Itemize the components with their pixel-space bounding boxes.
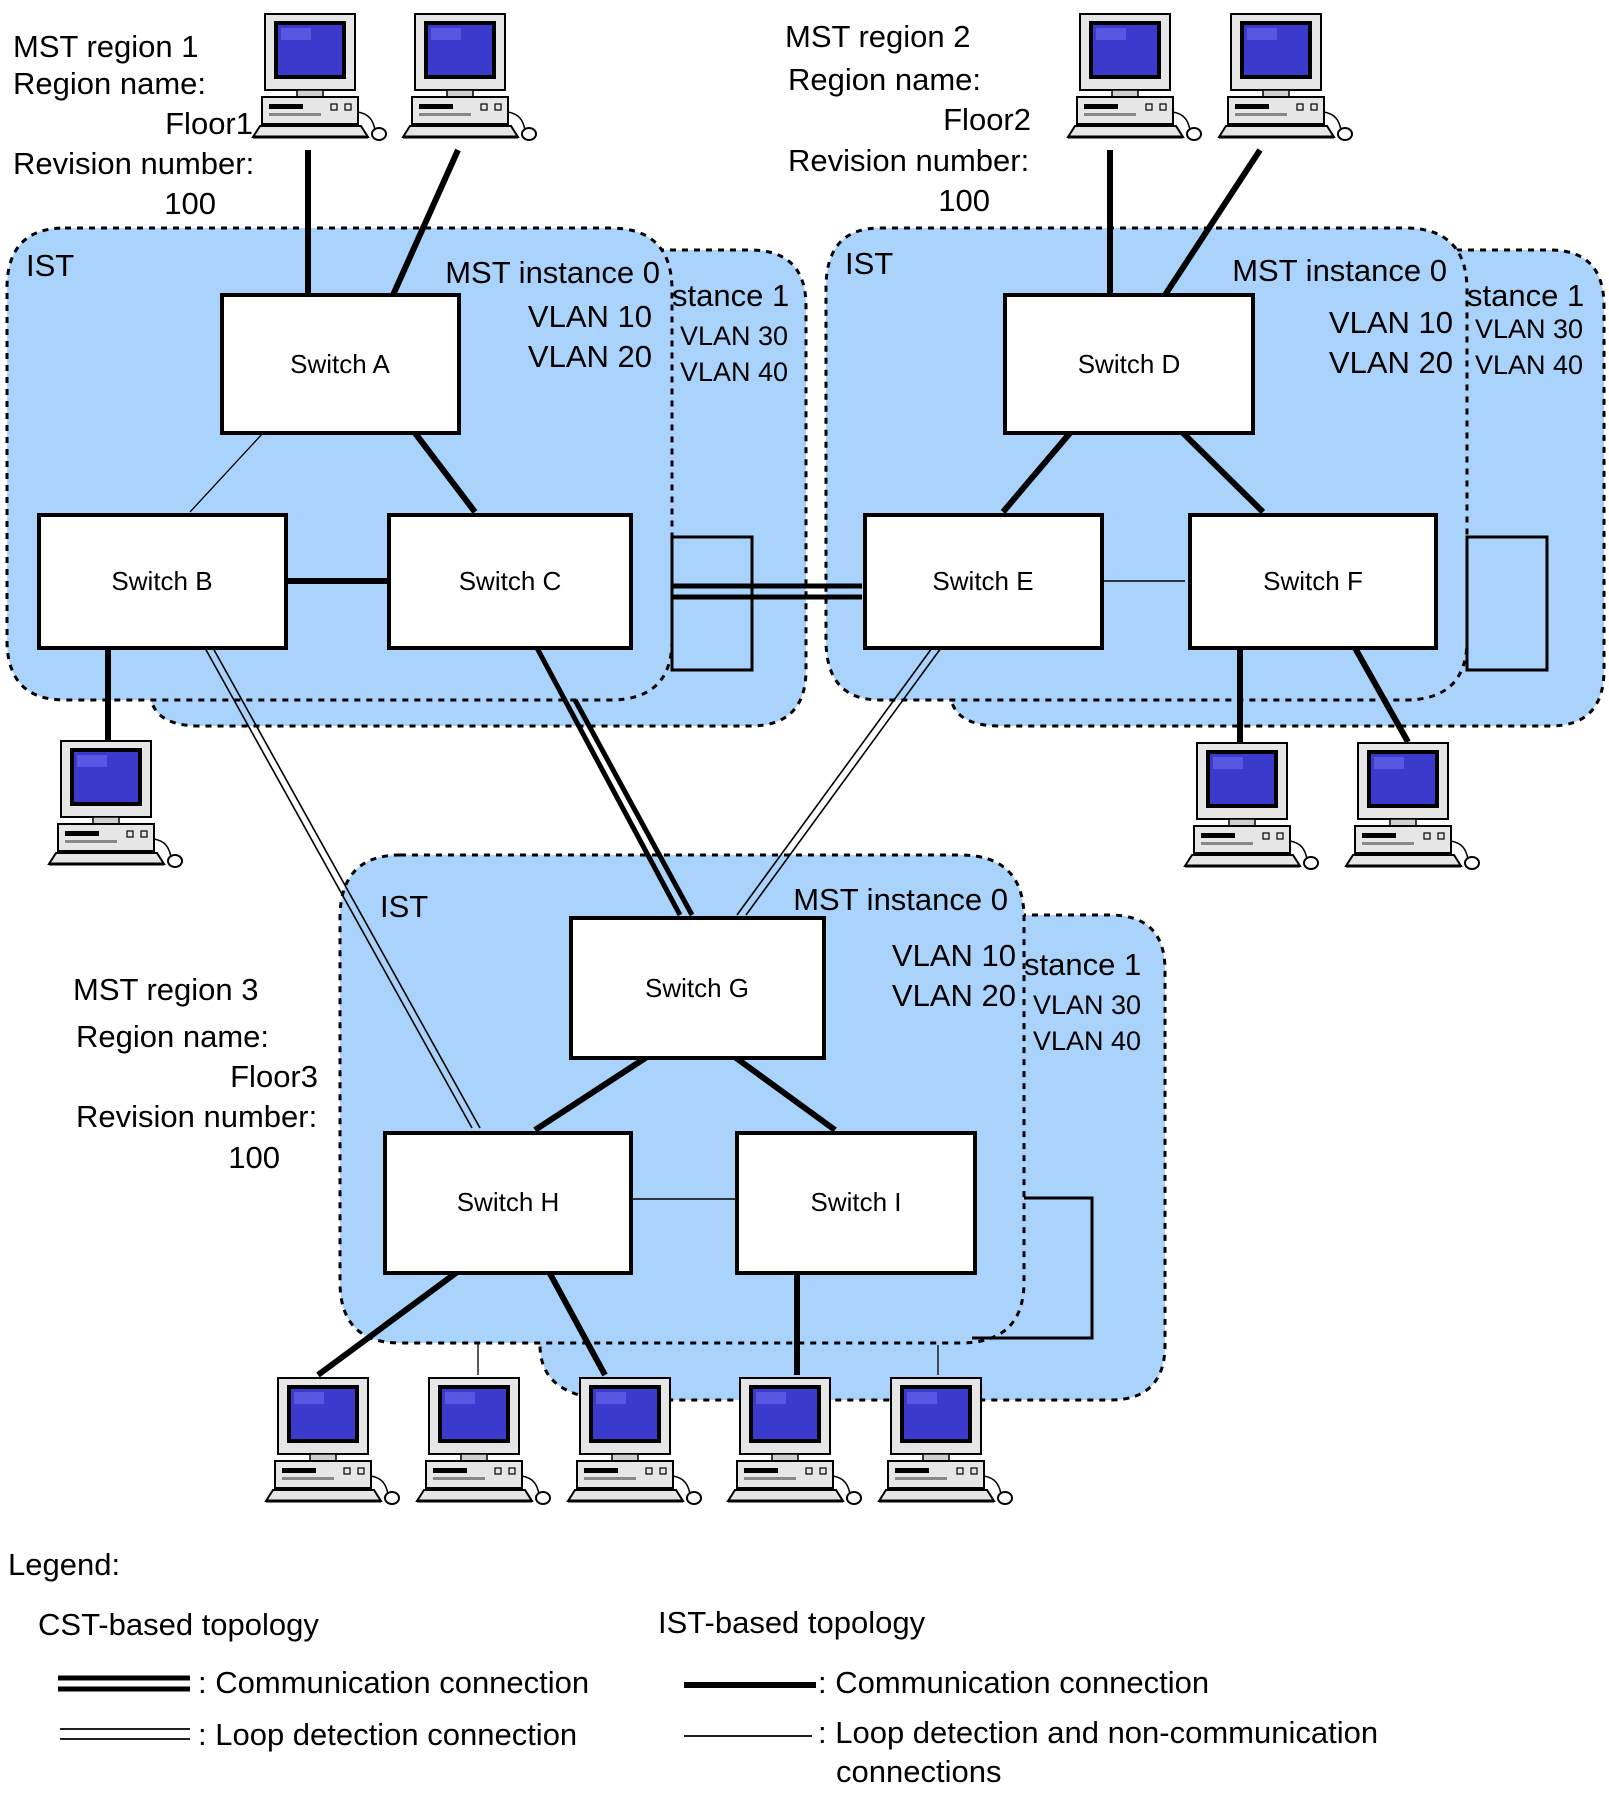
region-2-name: Floor2 bbox=[943, 102, 1031, 137]
region-1-name-label: Region name: bbox=[13, 66, 206, 101]
link-a-c bbox=[412, 431, 478, 514]
switch-e-label: Switch E bbox=[932, 566, 1033, 596]
switch-b[interactable]: Switch B bbox=[37, 513, 288, 650]
link-g-i bbox=[730, 1052, 837, 1133]
region-1-vlan-20: VLAN 20 bbox=[528, 339, 652, 374]
region-1-revision-label: Revision number: bbox=[13, 146, 254, 181]
legend-title: Legend: bbox=[8, 1547, 120, 1582]
switch-g-label: Switch G bbox=[645, 973, 749, 1003]
region-1-instance1-path bbox=[670, 535, 754, 672]
legend-cst-heading: CST-based topology bbox=[38, 1607, 319, 1642]
region-1-info: MST region 1 Region name: Floor1 Revisio… bbox=[13, 29, 789, 387]
computer-icon bbox=[1066, 12, 1203, 142]
link-d-f bbox=[1180, 430, 1266, 515]
region-2-inst0-label: MST instance 0 bbox=[1232, 253, 1447, 288]
link-d-e bbox=[1000, 431, 1073, 514]
computer-icon bbox=[1217, 12, 1354, 142]
region-2-name-label: Region name: bbox=[788, 62, 981, 97]
switch-d-label: Switch D bbox=[1078, 349, 1181, 379]
region-2-vlan-30: VLAN 30 bbox=[1475, 314, 1583, 344]
computer-icon bbox=[47, 739, 184, 869]
region-3-info: MST region 3 Region name: Floor3 Revisio… bbox=[73, 882, 1141, 1175]
switch-b-label: Switch B bbox=[111, 566, 212, 596]
link-c-g-a bbox=[534, 646, 683, 917]
region-1-vlan-40: VLAN 40 bbox=[680, 357, 788, 387]
computer-icon bbox=[251, 12, 388, 142]
region-3-vlan-20: VLAN 20 bbox=[892, 978, 1016, 1013]
region-3-ist-label: IST bbox=[380, 889, 428, 924]
pc-connections bbox=[105, 148, 1411, 1378]
ist-connections bbox=[189, 430, 1266, 1200]
switch-c[interactable]: Switch C bbox=[387, 513, 633, 650]
region-1-title: MST region 1 bbox=[13, 29, 199, 64]
region-2-revision: 100 bbox=[938, 183, 990, 218]
region-2-instance1-path bbox=[1465, 535, 1549, 672]
region-3-vlan-10: VLAN 10 bbox=[892, 938, 1016, 973]
switch-c-label: Switch C bbox=[459, 566, 562, 596]
computer-icon bbox=[401, 12, 538, 142]
region-2-vlan-10: VLAN 10 bbox=[1329, 305, 1453, 340]
region-2-ist-label: IST bbox=[845, 246, 893, 281]
region-2-revision-label: Revision number: bbox=[788, 143, 1029, 178]
region-3-inst0-label: MST instance 0 bbox=[793, 882, 1008, 917]
legend-ist-loop-label-1: : Loop detection and non-communication bbox=[818, 1715, 1378, 1750]
cst-connections bbox=[204, 583, 942, 1129]
switch-a-label: Switch A bbox=[290, 349, 390, 379]
region-3-revision: 100 bbox=[228, 1140, 280, 1175]
legend-ist-loop-label-2: connections bbox=[836, 1754, 1001, 1789]
region-1-vlan-30: VLAN 30 bbox=[680, 321, 788, 351]
region-1-vlan-10: VLAN 10 bbox=[528, 299, 652, 334]
region-1-revision: 100 bbox=[164, 186, 216, 221]
region-2-vlan-20: VLAN 20 bbox=[1329, 345, 1453, 380]
region-3-revision-label: Revision number: bbox=[76, 1099, 317, 1134]
legend-cst-loop-label: : Loop detection connection bbox=[198, 1717, 577, 1752]
switch-a[interactable]: Switch A bbox=[220, 293, 461, 435]
region-1-ist-label: IST bbox=[26, 248, 74, 283]
region-2-info: MST region 2 Region name: Floor2 Revisio… bbox=[785, 19, 1584, 380]
link-a-b bbox=[189, 432, 264, 513]
legend-ist-heading: IST-based topology bbox=[658, 1605, 926, 1640]
region-3-name: Floor3 bbox=[230, 1059, 318, 1094]
link-b-h-a bbox=[204, 647, 473, 1129]
switch-h-label: Switch H bbox=[457, 1187, 560, 1217]
switch-h[interactable]: Switch H bbox=[383, 1131, 633, 1275]
region-2-vlan-40: VLAN 40 bbox=[1475, 350, 1583, 380]
region-3-inst1-label: stance 1 bbox=[1024, 947, 1141, 982]
link-g-h bbox=[533, 1052, 652, 1133]
link-b-h-b bbox=[212, 647, 481, 1129]
computer-icon bbox=[415, 1376, 552, 1506]
switch-e[interactable]: Switch E bbox=[863, 513, 1104, 650]
switch-f-label: Switch F bbox=[1263, 566, 1363, 596]
region-3-vlan-30: VLAN 30 bbox=[1033, 990, 1141, 1020]
legend: Legend: CST-based topology IST-based top… bbox=[8, 1547, 1378, 1789]
region-3-vlan-40: VLAN 40 bbox=[1033, 1026, 1141, 1056]
switch-g[interactable]: Switch G bbox=[569, 916, 826, 1060]
region-1-name: Floor1 bbox=[165, 106, 253, 141]
region-1-inst0-label: MST instance 0 bbox=[445, 255, 660, 290]
region-1-inst1-label: stance 1 bbox=[672, 278, 789, 313]
region-3-name-label: Region name: bbox=[76, 1019, 269, 1054]
region-3-title: MST region 3 bbox=[73, 972, 259, 1007]
computer-icon bbox=[1344, 741, 1481, 871]
switch-f[interactable]: Switch F bbox=[1188, 513, 1438, 650]
link-e-g-a bbox=[736, 647, 933, 916]
switch-i[interactable]: Switch I bbox=[735, 1131, 977, 1275]
legend-ist-comm-label: : Communication connection bbox=[818, 1665, 1209, 1700]
switch-d[interactable]: Switch D bbox=[1003, 293, 1255, 435]
computer-icon bbox=[264, 1376, 401, 1506]
computer-icon bbox=[1183, 741, 1320, 871]
link-c-g-b bbox=[572, 698, 695, 917]
link-e-g-b bbox=[745, 647, 942, 916]
region-2-title: MST region 2 bbox=[785, 19, 971, 54]
switch-i-label: Switch I bbox=[810, 1187, 901, 1217]
region-3-instance1-path bbox=[972, 1196, 1094, 1340]
legend-cst-comm-label: : Communication connection bbox=[198, 1665, 589, 1700]
region-2-inst1-label: stance 1 bbox=[1467, 278, 1584, 313]
